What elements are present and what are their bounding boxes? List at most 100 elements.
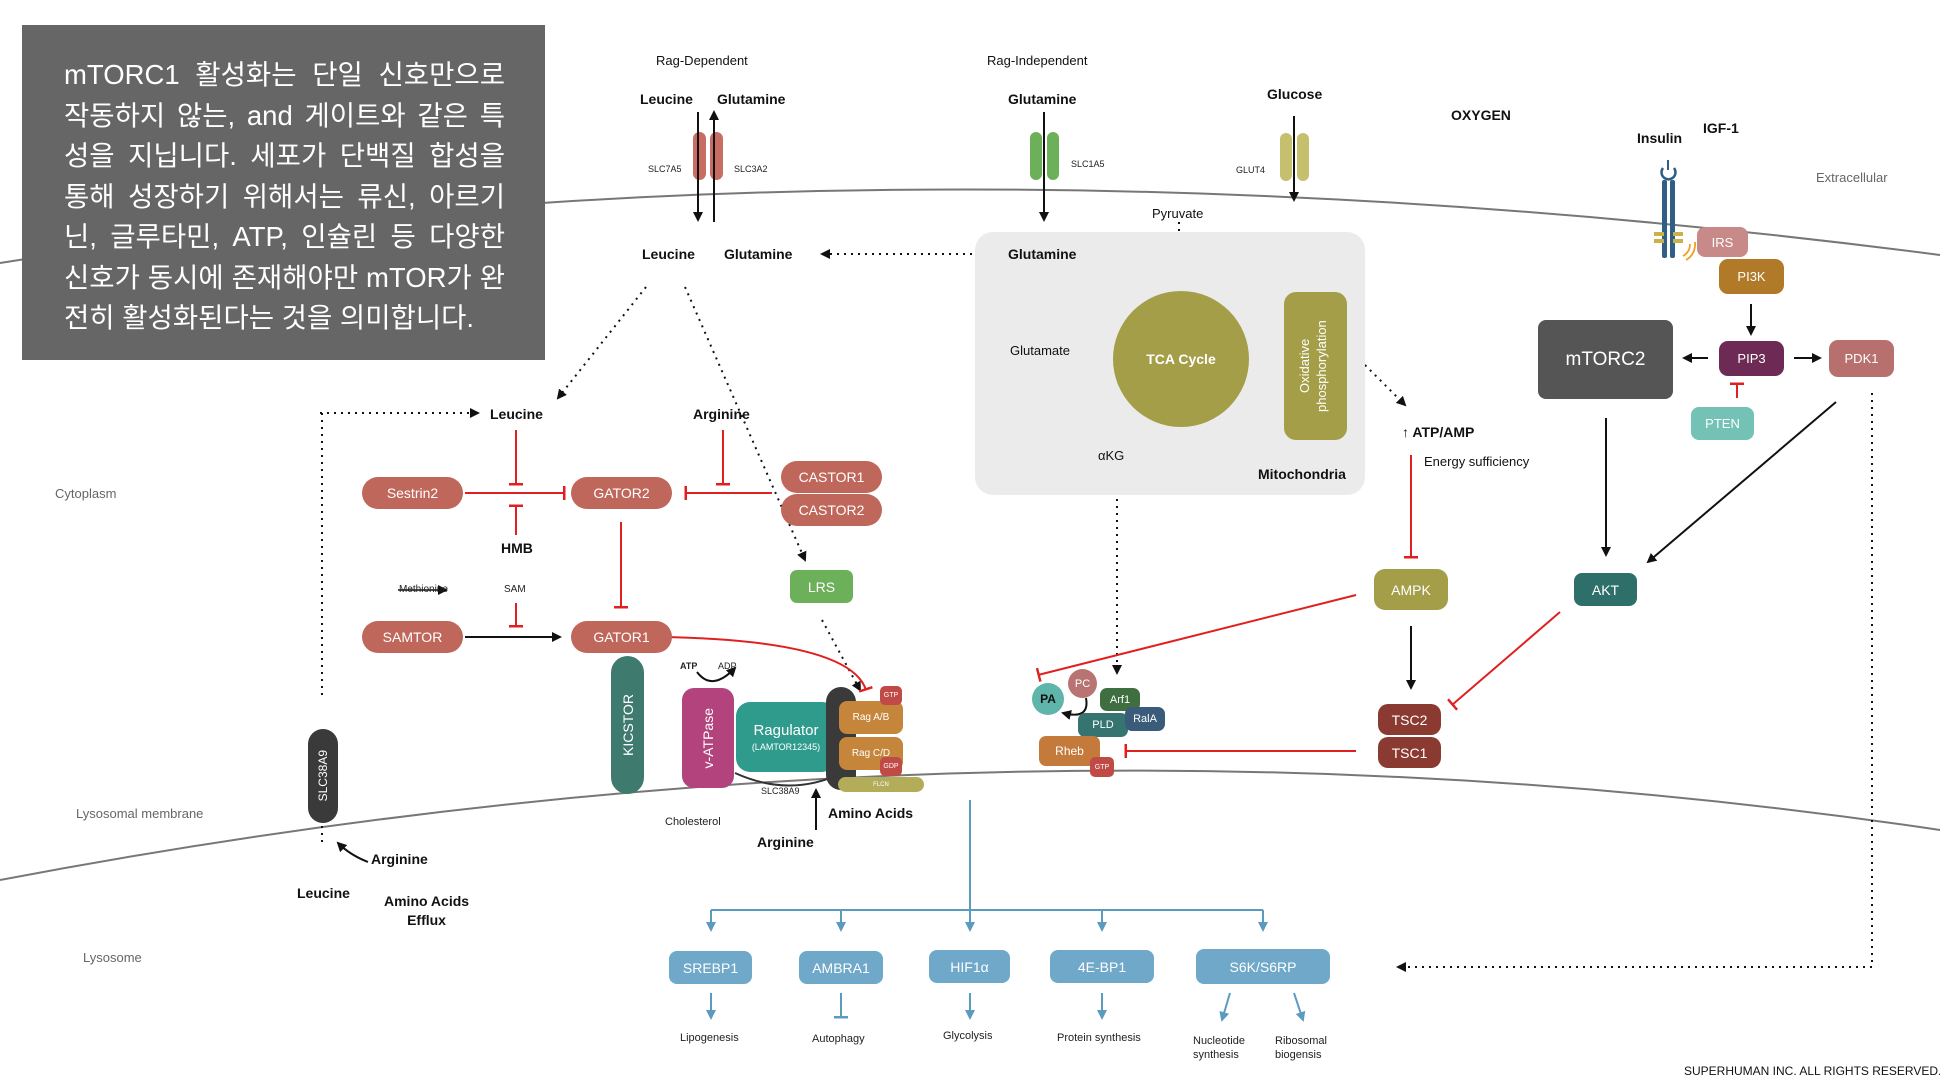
ragulator-label: Ragulator [753, 722, 819, 739]
glutamine-mito: Glutamine [1008, 246, 1077, 262]
summary-note: mTORC1 활성화는 단일 신호만으로 작동하지 않는, and 게이트와 같… [22, 25, 545, 360]
arf1-node[interactable]: Arf1 [1100, 688, 1140, 711]
slc1a5-transporter [1030, 132, 1042, 180]
oxphos-label: Oxidative phosphorylation [1296, 320, 1329, 412]
effect-lipogenesis: Lipogenesis [680, 1032, 739, 1044]
arginine-efflux-label: Arginine [371, 851, 428, 867]
arginine-sensor-input: Arginine [693, 406, 750, 422]
ragulator-sublabel: (LAMTOR12345) [751, 742, 821, 752]
insulin-label: Insulin [1637, 130, 1683, 146]
pip3-node[interactable]: PIP3 [1719, 341, 1784, 376]
region-lysosome: Lysosome [83, 950, 142, 965]
amino-acids-label: Amino Acids [828, 805, 914, 821]
oxidative-phosphorylation: Oxidative phosphorylation [1284, 292, 1347, 440]
lysosomal-membrane [0, 769, 1940, 881]
leucine-cytoplasm: Leucine [642, 246, 695, 262]
glut4-label: GLUT4 [1236, 165, 1266, 175]
gator1-node[interactable]: GATOR1 [571, 621, 672, 653]
slc3a2-transporter [710, 132, 723, 180]
v-atpase-node[interactable]: v-ATPase [682, 688, 734, 788]
output-hif1a[interactable]: HIF1α [929, 950, 1010, 983]
slc1a5-label: SLC1A5 [1071, 159, 1105, 169]
atp-label: ATP [680, 661, 698, 671]
rheb-node[interactable]: Rheb [1039, 736, 1100, 766]
effect-nucleotide-synthesis: Nucleotide synthesis [1193, 1035, 1245, 1061]
glutamine-extracellular: Glutamine [717, 91, 786, 107]
hmb-label: HMB [501, 540, 533, 556]
irs-node[interactable]: IRS [1697, 227, 1748, 257]
leucine-efflux-label: Leucine [297, 885, 350, 901]
tsc1-node[interactable]: TSC1 [1378, 737, 1441, 768]
pi3k-node[interactable]: PI3K [1719, 259, 1784, 294]
slc7a5-transporter [693, 132, 706, 180]
leucine-sensor-input: Leucine [490, 406, 543, 422]
mtorc2-node[interactable]: mTORC2 [1538, 320, 1673, 399]
kicstor-node[interactable]: KICSTOR [611, 656, 644, 794]
mitochondria-label: Mitochondria [1258, 466, 1346, 482]
effect-ribosomal-biogenesis: Ribosomal biogensis [1275, 1035, 1327, 1061]
effect-autophagy: Autophagy [812, 1033, 865, 1045]
slc7a5-label: SLC7A5 [648, 164, 682, 174]
akg-label: αKG [1098, 448, 1125, 463]
glut4-transporter-2 [1297, 133, 1309, 181]
effect-protein-synthesis: Protein synthesis [1057, 1032, 1141, 1044]
effect-glycolysis: Glycolysis [943, 1030, 993, 1042]
insulin-receptor-icon [1654, 160, 1696, 261]
glut4-transporter [1280, 133, 1292, 181]
output-srebp1[interactable]: SREBP1 [669, 951, 752, 984]
region-cytoplasm: Cytoplasm [55, 486, 117, 501]
v-atpase-label: v-ATPase [700, 707, 716, 769]
pyruvate-label: Pyruvate [1152, 206, 1204, 221]
pld-node[interactable]: PLD [1078, 713, 1128, 737]
output-ambra1[interactable]: AMBRA1 [799, 951, 883, 984]
samtor-node[interactable]: SAMTOR [362, 621, 463, 653]
leucine-extracellular: Leucine [640, 91, 693, 107]
energy-sufficiency-label: Energy sufficiency [1424, 454, 1530, 469]
amino-acids-efflux-label: Amino Acids Efflux [384, 893, 470, 928]
slc1a5-transporter-2 [1047, 132, 1059, 180]
glutamate-label: Glutamate [1010, 343, 1070, 358]
castor1-node[interactable]: CASTOR1 [781, 461, 882, 493]
rala-node[interactable]: RalA [1125, 707, 1165, 731]
glutamine-rag-independent: Glutamine [1008, 91, 1077, 107]
region-extracellular: Extracellular [1816, 170, 1888, 185]
region-lysosomal-membrane: Lysosomal membrane [76, 806, 204, 821]
ampk-node[interactable]: AMPK [1374, 569, 1448, 610]
flcn-node[interactable]: FLCN [838, 777, 924, 792]
ragulator-node[interactable]: Ragulator (LAMTOR12345) [736, 702, 836, 772]
slc38a9-node[interactable]: SLC38A9 [308, 729, 338, 823]
cholesterol-label: Cholesterol [665, 816, 721, 828]
rag-cd-gdp-badge: GDP [880, 757, 902, 776]
rag-independent-label: Rag-Independent [987, 53, 1088, 68]
pa-node[interactable]: PA [1032, 683, 1064, 715]
output-s6k-s6rp[interactable]: S6K/S6RP [1196, 949, 1330, 984]
pten-node[interactable]: PTEN [1691, 407, 1754, 440]
sestrin2-node[interactable]: Sestrin2 [362, 477, 463, 509]
rag-ab-gtp-badge: GTP [880, 686, 902, 705]
pc-node[interactable]: PC [1068, 669, 1097, 698]
methionine-label: Methionine [399, 584, 448, 595]
gator2-node[interactable]: GATOR2 [571, 477, 672, 509]
rag-ab-node[interactable]: Rag A/B [839, 701, 903, 734]
rheb-gtp-badge: GTP [1090, 757, 1114, 777]
glucose-label: Glucose [1267, 86, 1323, 102]
tsc2-node[interactable]: TSC2 [1378, 704, 1441, 735]
oxygen-label: OXYGEN [1451, 107, 1511, 123]
adp-label: ADP [718, 661, 737, 671]
arginine-lysosome-label: Arginine [757, 834, 814, 850]
kicstor-label: KICSTOR [619, 694, 636, 756]
akt-node[interactable]: AKT [1574, 573, 1637, 606]
slc3a2-label: SLC3A2 [734, 164, 768, 174]
lrs-node[interactable]: LRS [790, 570, 853, 603]
slc38a9-label: SLC38A9 [316, 750, 330, 802]
castor2-node[interactable]: CASTOR2 [781, 494, 882, 526]
rag-dependent-label: Rag-Dependent [656, 53, 748, 68]
glutamine-cytoplasm: Glutamine [724, 246, 793, 262]
slc38a9-small-label: SLC38A9 [761, 786, 800, 796]
tca-cycle: TCA Cycle [1113, 291, 1249, 427]
pdk1-node[interactable]: PDK1 [1829, 340, 1894, 377]
copyright-footer: SUPERHUMAN INC. ALL RIGHTS RESERVED. [1684, 1064, 1940, 1078]
output-4ebp1[interactable]: 4E-BP1 [1050, 950, 1154, 983]
sam-label: SAM [504, 584, 526, 595]
